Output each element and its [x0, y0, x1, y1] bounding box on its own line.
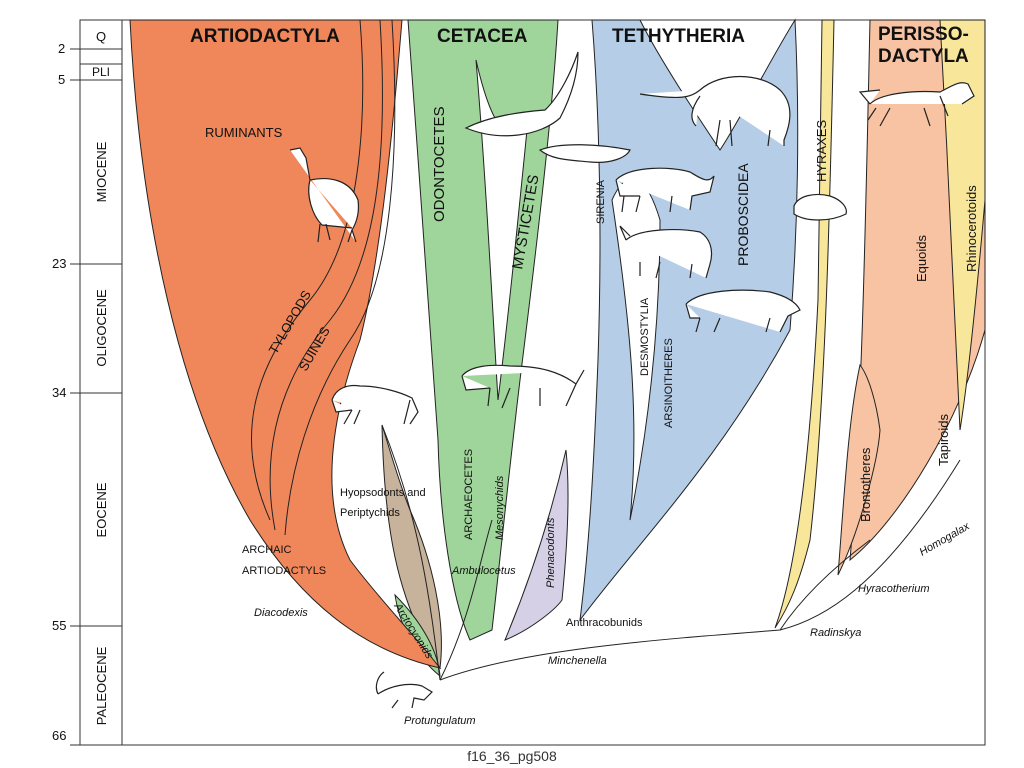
tick-label: 5: [58, 72, 65, 87]
figure-caption-text: f16_36_pg508: [461, 748, 563, 764]
heading-tethytheria: TETHYTHERIA: [612, 26, 745, 47]
camel-icon: [289, 147, 360, 243]
label-mesonychids: Mesonychids: [494, 475, 506, 540]
epoch-label: PLI: [92, 65, 110, 79]
label-archaic-2: ARTIODACTYLS: [242, 565, 326, 577]
label-protungulatum: Protungulatum: [404, 715, 476, 727]
brontotheres-lineage: [837, 363, 881, 576]
epoch-label: Q: [96, 29, 106, 44]
figure-caption: f16_36_pg508: [0, 748, 1024, 764]
label-ruminants: RUMINANTS: [205, 125, 283, 140]
tick-label: 23: [52, 256, 66, 271]
label-hyraxes: HYRAXES: [814, 120, 829, 182]
label-hyopsodonts-1: Hyopsodonts and: [340, 487, 426, 499]
label-ambulocetus: Ambulocetus: [451, 565, 516, 577]
label-sirenia: SIRENIA: [595, 179, 607, 224]
label-archaic-1: ARCHAIC: [242, 544, 292, 556]
epoch-label: PALEOCENE: [94, 646, 109, 725]
label-minchenella: Minchenella: [548, 655, 607, 667]
tick-label: 34: [52, 385, 66, 400]
artiodactyla-clade: [129, 19, 442, 669]
hyaenodont-icon: [331, 384, 419, 425]
perisso-yellow-band: [939, 19, 986, 431]
hippo-icon: [685, 289, 801, 333]
tick-label: 2: [58, 41, 65, 56]
label-radinskya: Radinskya: [810, 627, 861, 639]
mesonychid-icon: [461, 364, 585, 409]
hyrax-icon: [793, 193, 847, 221]
label-anthracobunids: Anthracobunids: [566, 617, 643, 629]
label-equoids: Equoids: [914, 235, 929, 282]
heading-perissodactyla-1: PERISSO-: [878, 24, 969, 45]
rhino-icon: [619, 225, 713, 279]
label-proboscidea: PROBOSCIDEA: [735, 163, 751, 266]
label-hyracotherium: Hyracotherium: [858, 583, 930, 595]
stem-lines: [381, 424, 961, 681]
time-tick-lines: [70, 48, 122, 746]
label-archaeocetes: ARCHAEOCETES: [463, 449, 475, 540]
phenacodonts-lineage: [504, 449, 569, 641]
label-phenacodonts: Phenacodonts: [545, 517, 557, 588]
label-brontotheres: Brontotheres: [858, 447, 873, 522]
label-tapiroids: Tapiroids: [936, 413, 951, 466]
label-rhinocerotoids: Rhinocerotoids: [964, 185, 979, 272]
epoch-label: MIOCENE: [94, 141, 109, 202]
epoch-label: OLIGOCENE: [94, 289, 109, 367]
heading-cetacea: CETACEA: [437, 26, 528, 47]
tick-label: 55: [52, 618, 66, 633]
label-hyopsodonts-2: Periptychids: [340, 507, 400, 519]
tick-label: 66: [52, 728, 66, 743]
horse-icon: [858, 82, 975, 127]
label-desmostylia: DESMOSTYLIA: [639, 297, 651, 376]
hyopsodonts-lineage: [381, 424, 442, 670]
label-diacodexis: Diacodexis: [254, 607, 308, 619]
epoch-label: EOCENE: [94, 482, 109, 537]
protungulatum-icon: [375, 671, 433, 709]
artiodactyla-branches: [250, 19, 396, 536]
seal-icon: [538, 144, 631, 163]
heading-artiodactyla: ARTIODACTYLA: [190, 26, 340, 47]
whale-icon: [464, 51, 579, 137]
mammoth-icon: [639, 75, 791, 147]
heading-perissodactyla-2: DACTYLA: [878, 46, 969, 67]
desmostylian-icon: [615, 167, 715, 213]
label-arsinoitheres: ARSINOITHERES: [663, 338, 675, 428]
label-odontocetes: ODONTOCETES: [431, 106, 448, 222]
